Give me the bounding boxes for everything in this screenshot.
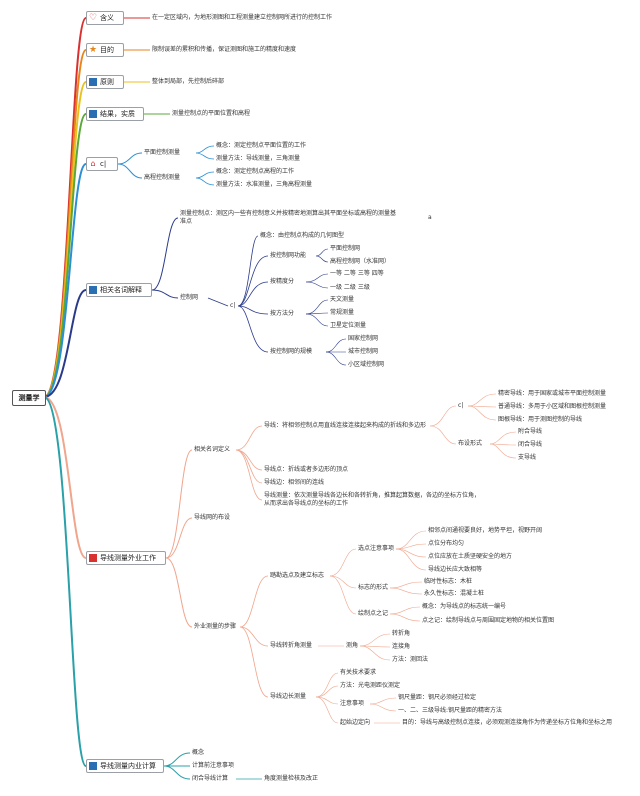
daoxian-marker: c| [458, 402, 464, 409]
xdzy-item-4: 导线边长应大致相等 [428, 566, 483, 573]
kzw-label: 控制网 [180, 294, 199, 301]
qsdx-label: 起始边定向 [340, 719, 371, 726]
node-neiye[interactable]: 导线测量内业计算 [86, 759, 164, 773]
bzxs-label: 标志的形式 [358, 584, 389, 591]
node-xiangguan-label: 相关名词解释 [100, 286, 142, 294]
kzw-marker: c| [230, 302, 236, 309]
xdzy-item-2: 点位分布均匀 [428, 540, 465, 547]
guimo-item-1: 国家控制网 [348, 335, 379, 342]
bc-item-1: 有关技术要求 [340, 669, 377, 676]
qsdx-desc: 目的：导线与高级控制点连接，必须观测连接角作为传递坐标方位角和坐标之用 [402, 719, 613, 726]
jiaodu-label: 角度测量检核及改正 [264, 775, 319, 782]
form-1: 附合导线 [518, 428, 543, 435]
guimo-item-2: 城市控制网 [348, 348, 379, 355]
node-waiye[interactable]: 导线测量外业工作 [86, 551, 166, 565]
node-jieguo-label: 结果，实质 [100, 110, 135, 118]
kzd-marker: a [428, 214, 432, 221]
yuanze-desc: 整体到局部，先控制后碎部 [152, 78, 225, 85]
jieguo-desc: 测量控制点的平面位置和高程 [172, 110, 251, 117]
fangfa-item-1: 天文测量 [330, 296, 355, 303]
bzxs-item-1: 临时性标志：木桩 [424, 578, 473, 585]
kzd-desc: 测量控制点：测区内一些有控制意义并按精密地测算出其平面坐标或高程的测量基准点 [180, 210, 397, 225]
jingdu-item-1: 一等 二等 三等 四等 [330, 270, 384, 277]
neiye-item-2: 计算前注意事项 [192, 762, 235, 769]
node-hanyi[interactable]: ♡ 含义 [86, 11, 124, 25]
group-jingdu: 按精度分 [270, 278, 295, 285]
pingmian-sub-2: 测量方法：导线测量，三角测量 [216, 155, 301, 162]
heart-icon: ♡ [89, 13, 98, 23]
red-square-icon [89, 554, 97, 562]
pingmian-sub-1: 概念：测定控制点平面位置的工作 [216, 142, 307, 149]
gaocheng-label: 高程控制测量 [144, 174, 181, 181]
gaocheng-sub-2: 测量方法：水准测量，三角高程测量 [216, 181, 313, 188]
group-guimo: 按控制网的规模 [270, 348, 313, 355]
kind-3: 图根导线：用于测图控制的导线 [498, 416, 583, 423]
kind-1: 精密导线：用于国家或城市平面控制测量 [498, 390, 607, 397]
guimo-item-3: 小区域控制网 [348, 361, 385, 368]
xdzy-item-3: 点位应放在土质坚硬安全的地方 [428, 553, 513, 560]
node-jieguo[interactable]: 结果，实质 [86, 107, 144, 121]
cejiao-item-1: 转折角 [392, 630, 411, 637]
hanyi-desc: 在一定区域内，为地形测图和工程测量建立控制网所进行的控制工作 [152, 14, 333, 21]
mudi-desc: 限制误差的累积和传播，保证测图和施工的精度和速度 [152, 46, 297, 53]
node-neiye-label: 导线测量内业计算 [100, 762, 156, 770]
node-yuanze[interactable]: 原则 [86, 75, 124, 89]
cejiao-item-2: 连接角 [392, 643, 411, 650]
xgmc-label: 相关名词定义 [194, 446, 231, 453]
dxcl-desc: 导线测量：依次测量导线各边长和各转折角，推算起算数据，各边的坐标方位角，从而求出… [264, 492, 481, 507]
bzxs-item-2: 永久性标志：混凝土桩 [424, 590, 485, 597]
pingmian-label: 平面控制测量 [144, 149, 181, 156]
xdzy-label: 选点注意事项 [358, 545, 395, 552]
kzw-gainian: 概念：由控制点构成的几何图型 [260, 232, 345, 239]
buzhe-label: 布设形式 [458, 440, 483, 447]
buzhou-label: 外业测量的步骤 [194, 623, 237, 630]
node-yuanze-label: 原则 [100, 78, 114, 86]
node-home[interactable]: ⌂ c| [86, 157, 118, 171]
blue-square-icon [89, 78, 97, 86]
zhejiao-label: 导线转折角测量 [270, 642, 313, 649]
root-node[interactable]: 测量学 [12, 390, 46, 406]
buzhi-label: 导线网的布设 [194, 514, 231, 521]
hzd-item-1: 概念：为导线点的标志统一编号 [422, 603, 507, 610]
xdzy-item-1: 相邻点间通视要良好，地势平坦，视野开阔 [428, 527, 543, 534]
neiye-item-1: 概念 [192, 749, 205, 756]
form-2: 闭合导线 [518, 441, 543, 448]
node-home-label: c| [100, 160, 107, 168]
group-fangfa: 按方法分 [270, 310, 295, 317]
daoxian-desc: 导线：将相邻控制点用直线连接连接起来构成的折线和多边形 [264, 422, 427, 429]
node-waiye-label: 导线测量外业工作 [100, 554, 156, 562]
blue-square-icon [89, 286, 97, 294]
cejiao-item-3: 方法：测回法 [392, 656, 429, 663]
node-mudi[interactable]: ★ 目的 [86, 43, 124, 57]
blue-square-icon [89, 762, 97, 770]
neiye-item-3: 闭合导线计算 [192, 775, 229, 782]
jingdu-item-2: 一级 二级 三级 [330, 284, 370, 291]
dxd-desc: 导线点：折线或者多边形的顶点 [264, 466, 349, 473]
kind-2: 普通导线：多用于小区域和图根控制测量 [498, 403, 607, 410]
star-icon: ★ [89, 45, 98, 55]
hzd-label: 绘制点之记 [358, 610, 389, 617]
bianchang-label: 导线边长测量 [270, 693, 307, 700]
cejiao-label: 测角 [346, 642, 359, 649]
zysx-item-2: 一、二、三级导线:钢尺量距的精密方法 [398, 707, 503, 714]
group-gongneng: 按控制网功能 [270, 252, 307, 259]
zysx-item-1: 钢尺量距：钢尺必须经过检定 [398, 694, 477, 701]
home-icon: ⌂ [90, 159, 96, 168]
fangfa-item-2: 常规测量 [330, 309, 355, 316]
hzd-item-2: 点之记：绘制导线点与周围固定地物的相关位置图 [422, 617, 555, 624]
dxb-desc: 导线边：相邻间的连线 [264, 479, 325, 486]
taxuan-label: 踏勘选点及建立标志 [270, 572, 325, 579]
gongneng-item-1: 平面控制网 [330, 245, 361, 252]
gaocheng-sub-1: 概念：测定控制点高程的工作 [216, 168, 295, 175]
node-mudi-label: 目的 [100, 46, 114, 54]
fangfa-item-3: 卫星定位测量 [330, 322, 367, 329]
zysx-label: 注意事项 [340, 700, 365, 707]
bc-item-2: 方法：光电测距仪测定 [340, 682, 401, 689]
form-3: 支导线 [518, 454, 537, 461]
node-xiangguan[interactable]: 相关名词解释 [86, 283, 152, 297]
blue-square-icon [89, 110, 97, 118]
node-hanyi-label: 含义 [100, 14, 114, 22]
gongneng-item-2: 高程控制网（水准网） [330, 258, 391, 265]
